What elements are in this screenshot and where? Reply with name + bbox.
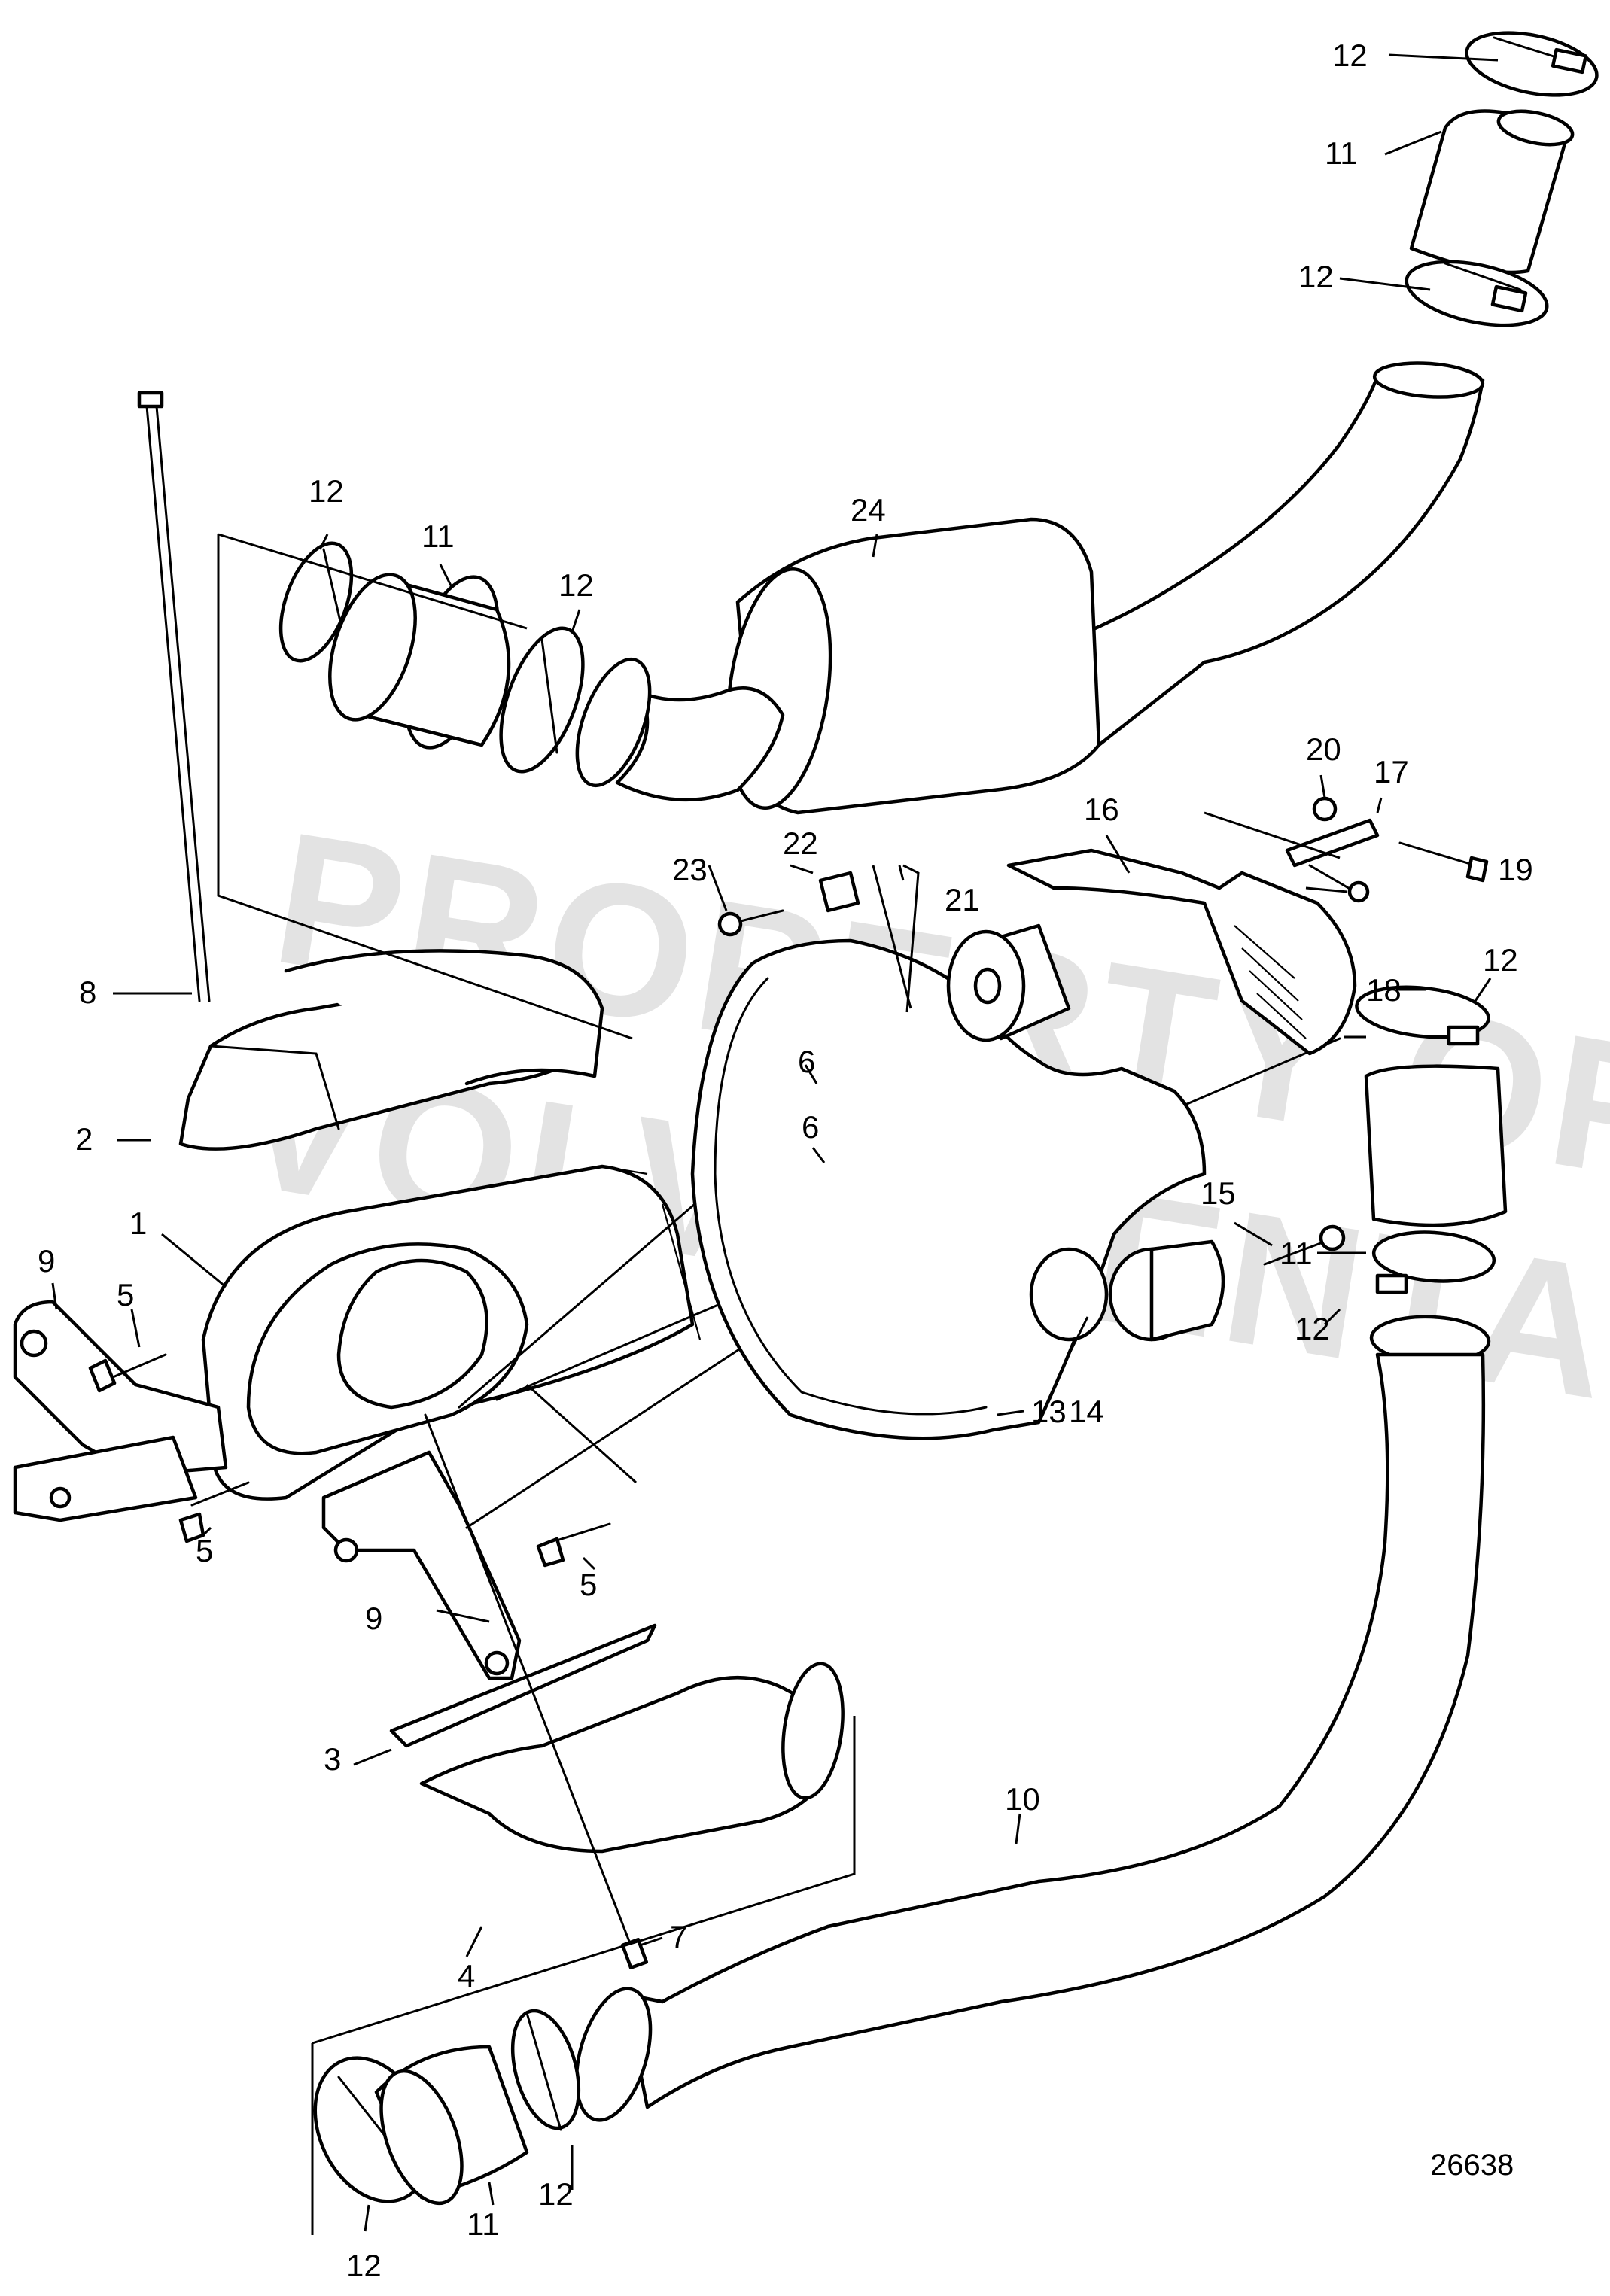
upper-left-hose-assembly — [278, 541, 652, 788]
callout-8: 8 — [79, 975, 96, 1010]
cover-part-16 — [1006, 848, 1357, 1056]
callout-7: 7 — [670, 1919, 687, 1954]
callout-15: 15 — [1201, 1175, 1236, 1211]
callout-1: 1 — [129, 1206, 147, 1241]
callout-16: 16 — [1084, 792, 1119, 827]
callout-9: 9 — [38, 1243, 55, 1279]
manifold-part-1 — [201, 1164, 702, 1501]
callout-12: 12 — [1483, 942, 1518, 978]
callout-11: 11 — [467, 2206, 500, 2242]
callout-9: 9 — [365, 1601, 382, 1636]
callout-labels: 12 11 12 12 11 12 24 8 2 1 9 5 5 5 9 3 4… — [38, 38, 1533, 2283]
nut-part-20 — [1312, 796, 1338, 822]
idler-pulley-part-21 — [946, 923, 1071, 1042]
callout-24: 24 — [851, 492, 886, 528]
callout-10: 10 — [1005, 1781, 1040, 1817]
bracket-part-9 — [13, 1300, 522, 1680]
callout-11: 11 — [1325, 135, 1358, 171]
lower-left-hose-assembly — [313, 2009, 581, 2206]
callout-5: 5 — [580, 1567, 597, 1602]
callout-12: 12 — [1295, 1311, 1330, 1346]
bolt-part-23 — [717, 909, 784, 937]
upper-right-hose-assembly — [1405, 31, 1599, 327]
bolt-part-8 — [137, 391, 211, 1002]
tensioner-part-14 — [1029, 1239, 1225, 1342]
callout-11: 11 — [422, 519, 455, 554]
callout-12: 12 — [346, 2248, 382, 2283]
callout-6: 6 — [798, 1044, 815, 1079]
callout-11: 11 — [1280, 1236, 1313, 1271]
lower-elbow-part-4 — [419, 1662, 845, 1854]
callout-21: 21 — [945, 882, 980, 917]
callout-17: 17 — [1374, 754, 1409, 789]
lower-pipe-part-10 — [574, 1352, 1486, 2122]
callout-12: 12 — [538, 2176, 574, 2212]
callout-12: 12 — [1298, 259, 1334, 294]
bolts-part-5 — [88, 1353, 611, 1568]
bolt-part-19 — [1398, 841, 1489, 883]
callout-13: 13 — [1031, 1394, 1067, 1429]
callout-12: 12 — [1332, 38, 1368, 73]
elbow-part-2 — [178, 949, 604, 1151]
callout-22: 22 — [783, 826, 818, 861]
bolt-part-7 — [424, 1413, 649, 1970]
callout-18: 18 — [1366, 972, 1402, 1008]
callout-14: 14 — [1069, 1394, 1104, 1429]
plate-part-17 — [1285, 818, 1380, 868]
figure-reference-number: 26638 — [1430, 2149, 1514, 2182]
callout-5: 5 — [196, 1533, 213, 1568]
bolt-part-15 — [1263, 1224, 1346, 1266]
gasket-part-3 — [389, 1623, 657, 1748]
callout-4: 4 — [458, 1958, 475, 1993]
muffler-part-24 — [615, 361, 1485, 815]
callout-12: 12 — [309, 473, 344, 509]
callout-19: 19 — [1498, 852, 1533, 887]
callout-12: 12 — [558, 567, 594, 603]
callout-20: 20 — [1306, 731, 1341, 767]
spacer-part-22 — [818, 871, 860, 913]
callout-2: 2 — [75, 1121, 93, 1157]
callout-5: 5 — [117, 1277, 134, 1312]
leader-lines — [51, 53, 1499, 2232]
assembly-outline-lines — [217, 533, 1341, 2235]
callout-23: 23 — [672, 852, 708, 887]
callout-3: 3 — [324, 1741, 341, 1777]
bolt-part-18 — [1308, 864, 1370, 903]
callout-6: 6 — [802, 1109, 819, 1145]
